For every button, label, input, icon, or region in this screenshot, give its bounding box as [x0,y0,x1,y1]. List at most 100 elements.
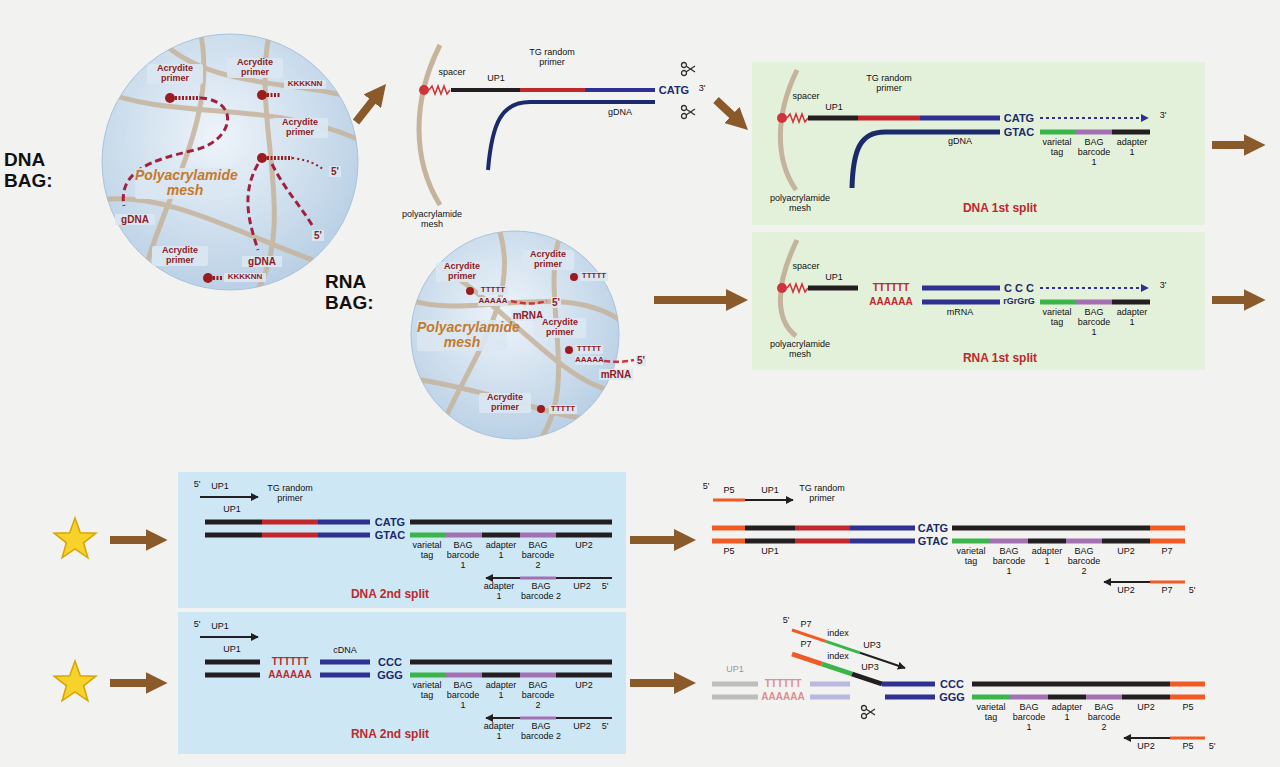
dna-bag-drawing-part [102,34,358,290]
base-label: C C C [1001,282,1037,294]
rna-library-drawing-part [712,682,758,687]
rna-first-split-drawing-part [1040,287,1148,289]
scissors-symbol-part [686,66,695,72]
sequence-label: AAAAAA [862,296,920,307]
primer-label: Acrydite primer [522,250,574,270]
rna-bag-drawing-part [420,380,600,420]
dna-first-split-drawing [777,70,1150,190]
scissors-symbol-part [862,714,867,719]
rna-bag-drawing-part [604,360,634,362]
segment-label: BAG barcode 2 [518,722,564,742]
dna-construct-drawing-part [520,88,585,92]
sequence-label: AAAAA [478,297,508,306]
segment-label: P5 [719,486,739,496]
dna-second-split-drawing-part [445,533,482,538]
panel-title: RNA 1st split [940,352,1060,365]
continuation-arrow-part [1212,141,1248,149]
segment-label: UP1 [207,482,233,492]
segment-label: 5' [1186,586,1198,596]
strand-label: 5' [329,166,341,177]
segment-label: cDNA [330,646,360,656]
segment-label: BAG barcode 1 [1075,308,1113,338]
faded-sequence-label: TTTTTT [758,678,808,689]
dna-library-drawing-part [712,526,745,531]
faded-sequence-label: AAAAAA [758,691,808,702]
dna-first-split-drawing-part [1040,130,1075,135]
dna-bag-drawing-part [267,156,292,160]
dna-second-split-drawing-part [200,496,258,498]
rna-bag-drawing-part [565,346,573,354]
dna-library-drawing-part [1150,581,1185,584]
rna-second-split-drawing-part [200,636,258,638]
flow-arrow [356,98,375,122]
sequence-label: KKKKNN [284,80,326,89]
rna-library-drawing-part [972,682,1170,687]
flow-arrow [630,536,678,544]
dna-second-split-drawing-part [410,520,612,525]
dna-library-drawing-part [713,499,745,502]
segment-label: P5 [1178,703,1198,713]
rna-library-drawing-part [1170,737,1205,740]
base-label: GGG [936,691,968,703]
dna-first-split-drawing-part [808,116,858,121]
primer-label: Acrydite primer [479,393,531,413]
segment-label: adapter 1 [481,722,517,742]
segment-label: UP2 [1113,547,1139,557]
sequence-label: TTTTT [580,272,608,281]
rna-library-drawing-part [1048,695,1086,700]
rna-library-drawing [712,630,1205,738]
rna-library-drawing-part [852,674,882,684]
rna-library-drawing-part [882,682,935,687]
segment-label: TG random primer [267,484,313,504]
segment-label: UP2 [570,722,594,732]
segment-label: UP1 [821,103,847,113]
segment-label: BAG barcode 1 [445,541,481,571]
rna-second-split-drawing-part [556,673,612,678]
rna-second-split-drawing-part [410,673,445,678]
rna-second-split-drawing-part [520,673,556,678]
dna-library-drawing-part [850,526,915,531]
dna-library-drawing-part [952,526,1150,531]
dna-second-split-drawing-part [262,533,318,538]
dna-first-split-drawing-part [787,114,808,122]
dna-bag-drawing-part [257,90,267,100]
star-icon [54,518,96,701]
continuation-arrow-part [110,679,150,687]
segment-label: varietal tag [1040,308,1074,328]
segment-label: adapter 1 [483,541,519,561]
dna-bag-drawing-part [213,276,222,280]
dna-library-drawing-part [1066,539,1102,544]
dna-bag-drawing [100,30,360,295]
rna-bag-drawing-part [570,273,578,281]
rna-first-split-drawing-part [777,283,787,293]
dna-first-split-drawing-part [920,116,1000,121]
scissors-symbol-part [682,106,687,111]
segment-label: 3' [1156,111,1170,121]
panel-grounds-part [752,232,1205,370]
segment-label: UP1 [757,486,783,496]
primer-label: Acrydite primer [534,318,586,338]
dna-first-split-drawing-part [1040,117,1148,119]
panel-title: DNA 2nd split [340,588,440,601]
segment-label: 5' [700,482,712,492]
scissors-symbol-part [862,706,867,711]
dna-construct-drawing-part [429,86,450,94]
rna-library-drawing-part [810,682,850,687]
dna-library-drawing-part [795,539,850,544]
strand-label: 5' [312,230,324,241]
dna-library-drawing-part [795,526,850,531]
rna-second-split-drawing-part [320,673,370,678]
rna-bag-drawing-part [410,232,620,440]
segment-label: TG random primer [529,48,575,68]
dna-library-drawing-part [990,539,1028,544]
dna-construct-drawing-part [585,88,655,92]
dna-library-drawing-part [745,539,795,544]
segment-label: 5' [599,722,611,732]
base-label: CATG [1001,112,1037,124]
primer-label: Acrydite primer [227,58,283,78]
dna-second-split-drawing-part [262,520,318,525]
segment-label: BAG barcode 2 [520,541,556,571]
dna-construct-drawing-part [451,88,520,92]
segment-label: UP1 [821,273,847,283]
